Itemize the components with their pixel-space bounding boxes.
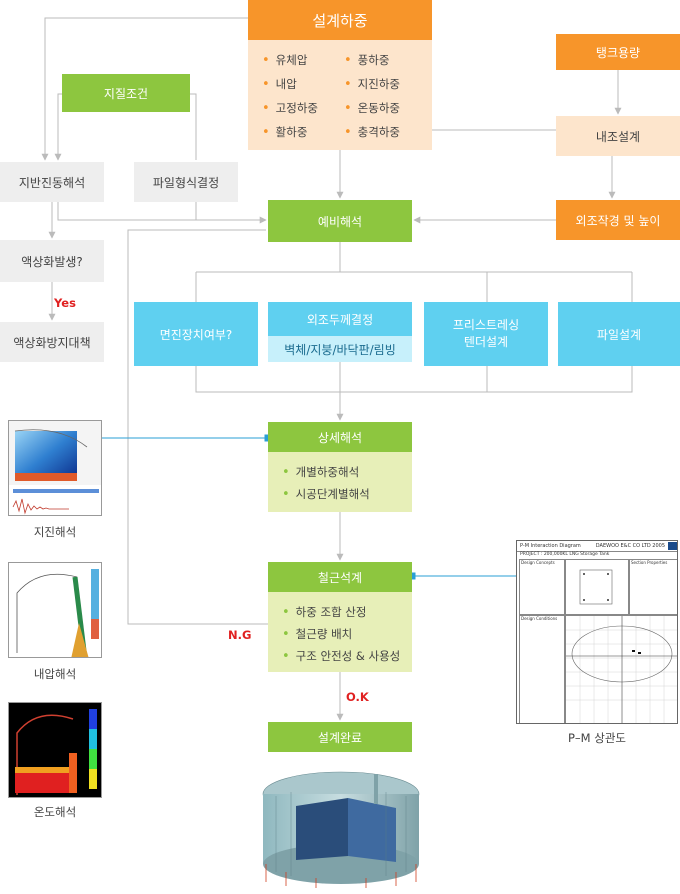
- load-item: •충격하중: [344, 125, 400, 140]
- load-item: •유체압: [262, 53, 308, 68]
- preliminary-analysis-box: 예비해석: [268, 200, 412, 242]
- load-item: •내압: [262, 77, 297, 92]
- liquefaction-countermeasure-box: 액상화방지대책: [0, 322, 104, 362]
- detail-item: •시공단계별해석: [282, 487, 370, 502]
- load-item: •풍하중: [344, 53, 390, 68]
- inner-tank-design-box: 내조설계: [556, 116, 680, 156]
- yes-label: Yes: [54, 296, 76, 310]
- lng-tank-model-image: [256, 764, 426, 890]
- seismic-analysis-image: [8, 420, 102, 516]
- pressure-analysis-image: [8, 562, 102, 658]
- rebar-design-panel: •하중 조합 산정 •철근량 배치 •구조 안전성 & 사용성: [268, 592, 412, 672]
- detail-item: •개별하중해석: [282, 465, 360, 480]
- detailed-analysis-panel: •개별하중해석 •시공단계별해석: [268, 452, 412, 512]
- pm-plot: [565, 615, 677, 723]
- rebar-design-box: 철근석계: [268, 562, 412, 592]
- pm-header-title: P-M Interaction Diagram: [520, 543, 581, 549]
- tank-capacity-box: 탱크용량: [556, 34, 680, 70]
- rebar-item: •철근량 배치: [282, 627, 353, 642]
- pm-diagram-image: P-M Interaction Diagram DAEWOO E&C CO LT…: [516, 540, 678, 724]
- thermal-caption: 온도해석: [33, 805, 77, 819]
- pressure-caption: 내압해석: [33, 667, 77, 681]
- pm-project: PROJECT : 200,000KL LNG Storage Tank: [520, 552, 610, 557]
- load-item: •활하중: [262, 125, 308, 140]
- pm-header: P-M Interaction Diagram DAEWOO E&C CO LT…: [517, 541, 677, 552]
- prestressing-box: 프리스트레싱 텐더설계: [424, 302, 548, 366]
- seismic-caption: 지진해석: [33, 525, 77, 539]
- design-complete-box: 설계완료: [268, 722, 412, 752]
- pm-header-company: DAEWOO E&C CO LTD 2005: [595, 543, 665, 549]
- pm-caption: P–M 상관도: [567, 731, 626, 745]
- outer-thickness-box: 외조두께결정: [268, 302, 412, 336]
- load-item: •지진하중: [344, 77, 400, 92]
- liquefaction-question-box: 액상화발생?: [0, 240, 104, 282]
- pm-section-properties: Section Properties: [629, 559, 677, 615]
- isolation-box: 면진장치여부?: [134, 302, 258, 366]
- soil-condition-box: 지질조건: [62, 74, 190, 112]
- rebar-item: •하중 조합 산정: [282, 605, 367, 620]
- outer-parts-box: 벽체/지붕/바닥판/림빙: [268, 336, 412, 362]
- pm-design-concepts: Design Concepts: [519, 559, 565, 615]
- pm-section: [565, 559, 629, 615]
- pile-type-box: 파일형식결정: [134, 162, 238, 202]
- ok-label: O.K: [346, 690, 369, 704]
- load-item: •고정하중: [262, 101, 318, 116]
- detailed-analysis-box: 상세해석: [268, 422, 412, 452]
- load-item: •온동하중: [344, 101, 400, 116]
- ground-vibration-box: 지반진동해석: [0, 162, 104, 202]
- design-load-title: 설계하중: [248, 0, 432, 40]
- rebar-item: •구조 안전성 & 사용성: [282, 649, 401, 664]
- thermal-analysis-image: [8, 702, 102, 798]
- design-load-panel: •유체압 •풍하중 •내압 •지진하중 •고정하중 •온동하중 •활하중 •충격…: [248, 40, 432, 150]
- outer-tank-size-box: 외조작경 및 높이: [556, 200, 680, 240]
- pm-design-conditions: Design Conditions: [519, 615, 565, 723]
- pile-design-box: 파일설계: [558, 302, 680, 366]
- ng-label: N.G: [228, 628, 252, 642]
